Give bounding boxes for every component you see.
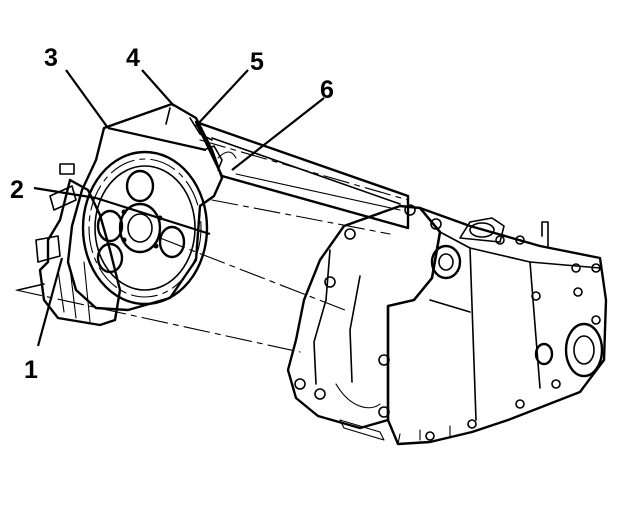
transaxle-extension [194, 120, 410, 230]
transaxle-case [286, 204, 608, 446]
leader-line-6 [231, 97, 325, 171]
leader-line-5 [195, 69, 249, 127]
bolt-boss [591, 263, 601, 273]
bolt-boss [571, 263, 581, 273]
bolt-boss [515, 399, 525, 409]
callout-number-5: 5 [250, 48, 264, 76]
bolt-boss [425, 431, 435, 441]
bolt-boss [430, 218, 442, 230]
flywheel-lightening-hole [158, 225, 186, 259]
bolt-boss [531, 291, 541, 301]
leader-line-2 [33, 186, 97, 200]
bolt-boss [591, 315, 601, 325]
leader-line-3 [65, 69, 109, 129]
bolt-boss [515, 235, 525, 245]
bolt-boss [495, 235, 505, 245]
bolt-boss [573, 287, 583, 297]
bolt-boss [344, 228, 356, 240]
leader-line-4 [141, 69, 175, 107]
flywheel-lightening-hole [96, 209, 124, 243]
bell-housing-outline [66, 102, 237, 312]
bolt-boss [324, 276, 336, 288]
bolt-boss [378, 354, 390, 366]
flywheel [81, 150, 209, 306]
callout-number-3: 3 [44, 44, 58, 72]
callout-number-4: 4 [126, 44, 140, 72]
callout-number-6: 6 [320, 76, 334, 104]
callout-number-2: 2 [10, 176, 24, 204]
callout-number-1: 1 [24, 356, 38, 384]
callout-numbers: 1 2 3 4 5 6 [10, 44, 334, 384]
alignment-centerlines [15, 139, 409, 353]
flywheel-lightening-hole [96, 242, 124, 274]
callout-leaders [33, 69, 325, 347]
bolt-boss [294, 378, 306, 390]
flywheel-lightening-hole [125, 169, 155, 203]
bolt-boss [467, 419, 477, 429]
bolt-boss [314, 388, 326, 400]
leader-line-1 [36, 257, 64, 347]
engine-block [17, 163, 122, 327]
bolt-boss [404, 204, 416, 216]
bolt-boss [551, 379, 561, 389]
bolt-boss [378, 406, 390, 418]
